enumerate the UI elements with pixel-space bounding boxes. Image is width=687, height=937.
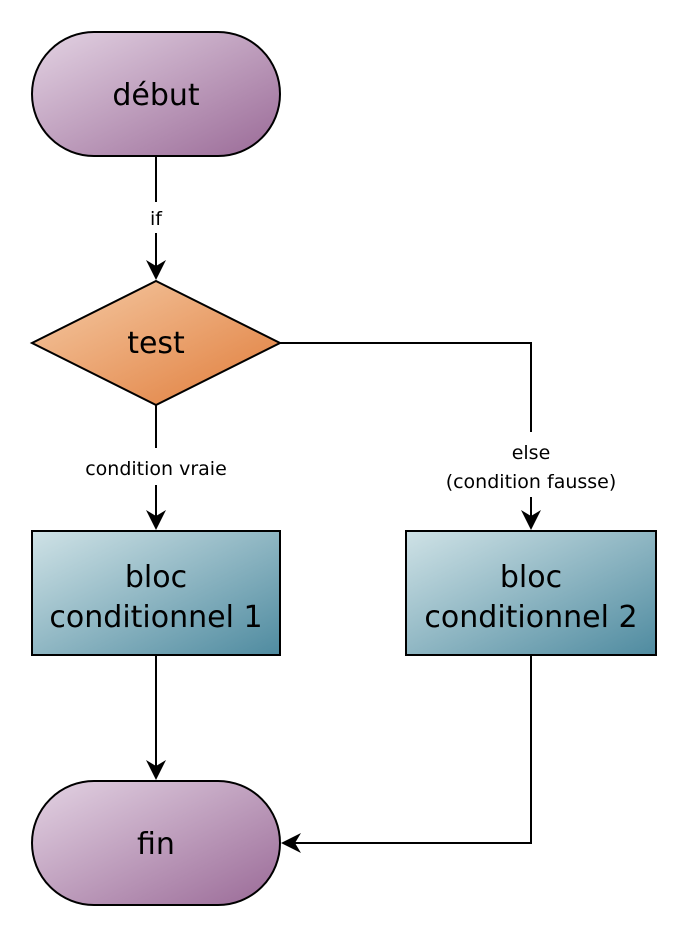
node-end: fin	[31, 780, 281, 906]
node-test: test	[29, 279, 283, 407]
node-block1-line2: conditionnel 1	[49, 600, 262, 635]
node-block1-line1: bloc	[125, 560, 187, 595]
decision-shape	[29, 279, 283, 407]
arrowhead-icon	[521, 510, 541, 530]
edge-label-true: condition vraie	[85, 458, 227, 480]
node-block1: bloc conditionnel 1	[31, 530, 281, 656]
arrowhead-icon	[146, 510, 166, 530]
terminal-shape	[31, 780, 281, 906]
node-block2-line2: conditionnel 2	[424, 600, 637, 635]
node-block2: bloc conditionnel 2	[405, 530, 657, 656]
edge-start-to-test: if	[146, 156, 166, 280]
edge-block2-to-end	[281, 656, 532, 853]
node-start: début	[31, 31, 281, 157]
arrowhead-icon	[281, 833, 301, 853]
edge-block1-to-end	[146, 656, 166, 780]
terminal-shape	[31, 31, 281, 157]
edge-test-to-block2: else (condition fausse)	[280, 342, 617, 530]
edge-label-false: (condition fausse)	[446, 471, 617, 493]
node-block2-line1: bloc	[500, 560, 562, 595]
edge-label-if: if	[150, 208, 163, 230]
node-test-label: test	[127, 326, 185, 361]
arrowhead-icon	[146, 260, 166, 280]
arrowhead-icon	[146, 760, 166, 780]
edge-test-to-block1: condition vraie	[85, 405, 227, 530]
process-shape	[405, 530, 657, 656]
node-start-label: début	[112, 78, 200, 113]
edge-label-else: else	[512, 442, 551, 464]
node-end-label: fin	[137, 827, 175, 862]
process-shape	[31, 530, 281, 656]
